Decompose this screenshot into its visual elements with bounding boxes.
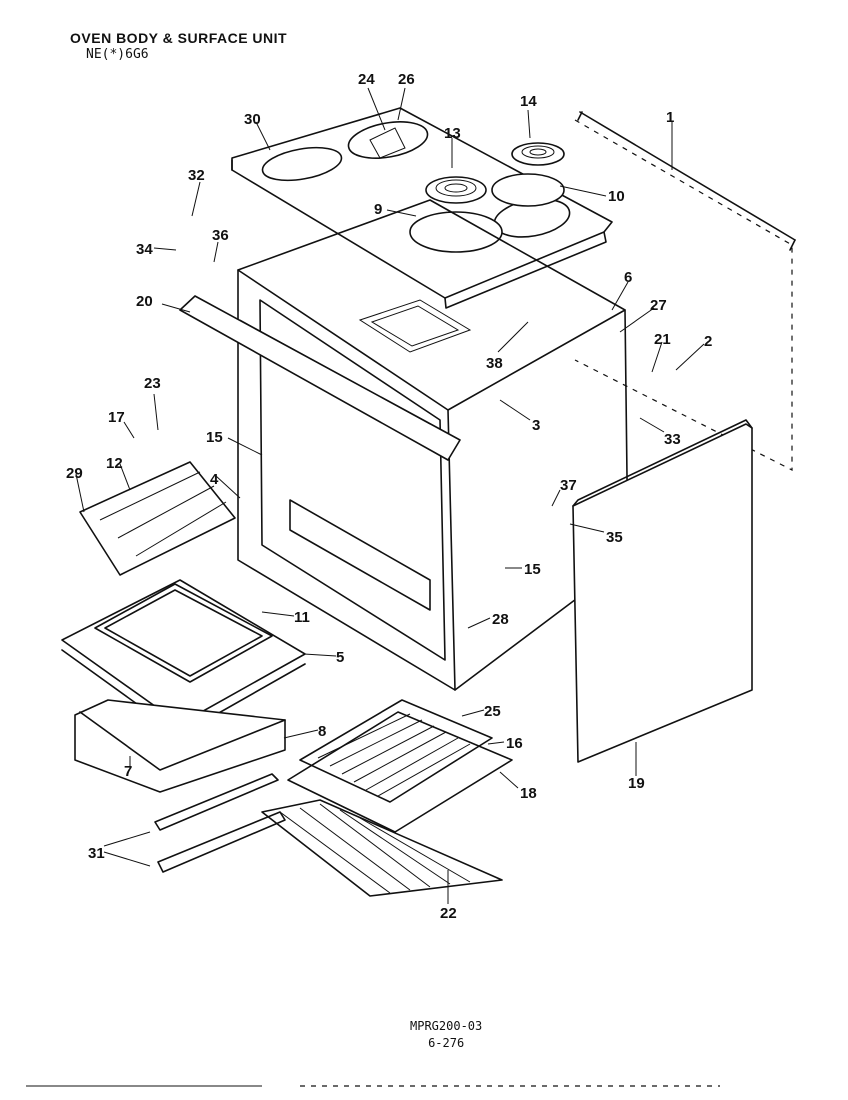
- callout-20: 20: [136, 293, 153, 310]
- callout-33: 33: [664, 431, 681, 448]
- diagram-footer: MPRG200-03 6-276: [410, 1018, 482, 1052]
- callout-24: 24: [358, 71, 375, 88]
- callout-3: 3: [532, 417, 540, 434]
- control-panel: [179, 295, 461, 461]
- callout-37: 37: [560, 477, 577, 494]
- callout-labels: 30 24 26 14 13 1 32 10 9 34 36 6 27 20 3…: [66, 71, 712, 922]
- callout-16: 16: [506, 735, 523, 752]
- callout-11: 11: [294, 609, 310, 626]
- callout-27: 27: [650, 297, 667, 314]
- callout-23: 23: [144, 375, 161, 392]
- diagram-header: OVEN BODY & SURFACE UNIT NE(*)6G6: [70, 30, 287, 62]
- callout-14: 14: [520, 93, 537, 110]
- diagram-title: OVEN BODY & SURFACE UNIT: [70, 30, 288, 46]
- callout-29: 29: [66, 465, 83, 482]
- callout-25: 25: [484, 703, 501, 720]
- callout-15-lower: 15: [524, 561, 541, 578]
- drawer-bottom: [261, 799, 503, 897]
- callout-18: 18: [520, 785, 537, 802]
- side-panel: [572, 419, 753, 763]
- back-panel-outline: [574, 111, 796, 471]
- callout-26: 26: [398, 71, 415, 88]
- leader-lines: [75, 87, 705, 904]
- callout-31: 31: [88, 845, 105, 862]
- trim-strips: [154, 773, 286, 873]
- page-number: 6-276: [428, 1036, 465, 1050]
- callout-4: 4: [210, 471, 219, 488]
- callout-10: 10: [608, 188, 625, 205]
- oven-racks: [287, 699, 513, 833]
- callout-17: 17: [108, 409, 125, 426]
- callout-38: 38: [486, 355, 503, 372]
- callout-5: 5: [336, 649, 344, 666]
- callout-9: 9: [374, 201, 382, 218]
- callout-22: 22: [440, 905, 457, 922]
- diagram-code: MPRG200-03: [410, 1019, 483, 1033]
- surface-units: [369, 127, 565, 253]
- callout-34: 34: [136, 241, 153, 258]
- callout-36: 36: [212, 227, 229, 244]
- callout-19: 19: [628, 775, 645, 792]
- callout-6: 6: [624, 269, 632, 286]
- model-number: NE(*)6G6: [86, 47, 149, 62]
- callout-15-upper: 15: [206, 429, 223, 446]
- callout-21: 21: [654, 331, 671, 348]
- callout-8: 8: [318, 723, 326, 740]
- callout-35: 35: [606, 529, 623, 546]
- callout-12: 12: [106, 455, 123, 472]
- callout-32: 32: [188, 167, 205, 184]
- broil-element: [79, 461, 236, 576]
- broiler-pan-group: [61, 579, 306, 793]
- cooktop-top: [231, 107, 613, 309]
- callout-1: 1: [666, 109, 674, 126]
- callout-2: 2: [704, 333, 712, 350]
- callout-28: 28: [492, 611, 509, 628]
- callout-30: 30: [244, 111, 261, 128]
- callout-7: 7: [124, 763, 132, 780]
- callout-13: 13: [444, 125, 461, 142]
